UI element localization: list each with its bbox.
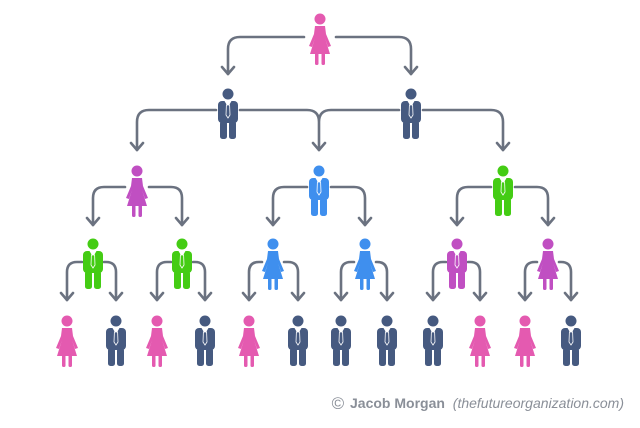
male-person-icon	[106, 315, 126, 366]
male-person-icon	[309, 165, 329, 216]
connector-arrow	[59, 260, 84, 302]
female-person-icon	[514, 315, 536, 367]
connector-arrow	[334, 35, 419, 76]
connector-arrow	[466, 260, 488, 302]
male-person-icon	[401, 88, 421, 139]
male-person-icon	[447, 238, 467, 289]
female-person-icon	[469, 315, 491, 367]
connector-arrow	[425, 260, 448, 302]
female-person-icon	[126, 165, 148, 217]
connector-arrow	[329, 185, 373, 227]
connector-arrow	[374, 260, 395, 302]
female-person-icon	[146, 315, 168, 367]
male-person-icon	[561, 315, 581, 366]
female-person-icon	[354, 238, 376, 290]
connector-arrow	[238, 108, 401, 152]
copyright-credit: © Jacob Morgan (thefutureorganization.co…	[332, 394, 624, 414]
connector-lines	[59, 35, 579, 302]
connector-arrow	[421, 108, 511, 152]
female-person-icon	[238, 315, 260, 367]
female-person-icon	[309, 13, 331, 65]
author-site: (thefutureorganization.com)	[452, 395, 624, 411]
author-name: Jacob Morgan	[350, 395, 445, 411]
connector-arrow	[220, 35, 306, 76]
connector-arrow	[333, 260, 356, 302]
connector-arrow	[449, 185, 493, 227]
male-person-icon	[377, 315, 397, 366]
connector-arrow	[513, 185, 556, 227]
copyright-icon: ©	[331, 394, 345, 413]
connector-arrow	[191, 260, 213, 302]
connector-arrow	[149, 260, 173, 302]
person-icons	[56, 13, 581, 367]
connector-arrow	[129, 108, 218, 152]
male-person-icon	[288, 315, 308, 366]
female-person-icon	[56, 315, 78, 367]
female-person-icon	[537, 238, 559, 290]
male-person-icon	[172, 238, 192, 289]
female-person-icon	[262, 238, 284, 290]
connector-arrow	[282, 260, 306, 302]
connector-arrow	[85, 185, 127, 227]
connector-arrow	[517, 260, 539, 302]
connector-arrow	[265, 185, 309, 227]
connector-arrow	[557, 260, 579, 302]
male-person-icon	[423, 315, 443, 366]
connector-arrow	[102, 260, 124, 302]
male-person-icon	[195, 315, 215, 366]
connector-arrow	[147, 185, 190, 227]
male-person-icon	[493, 165, 513, 216]
connector-arrow	[241, 260, 264, 302]
male-person-icon	[218, 88, 238, 139]
male-person-icon	[331, 315, 351, 366]
male-person-icon	[83, 238, 103, 289]
